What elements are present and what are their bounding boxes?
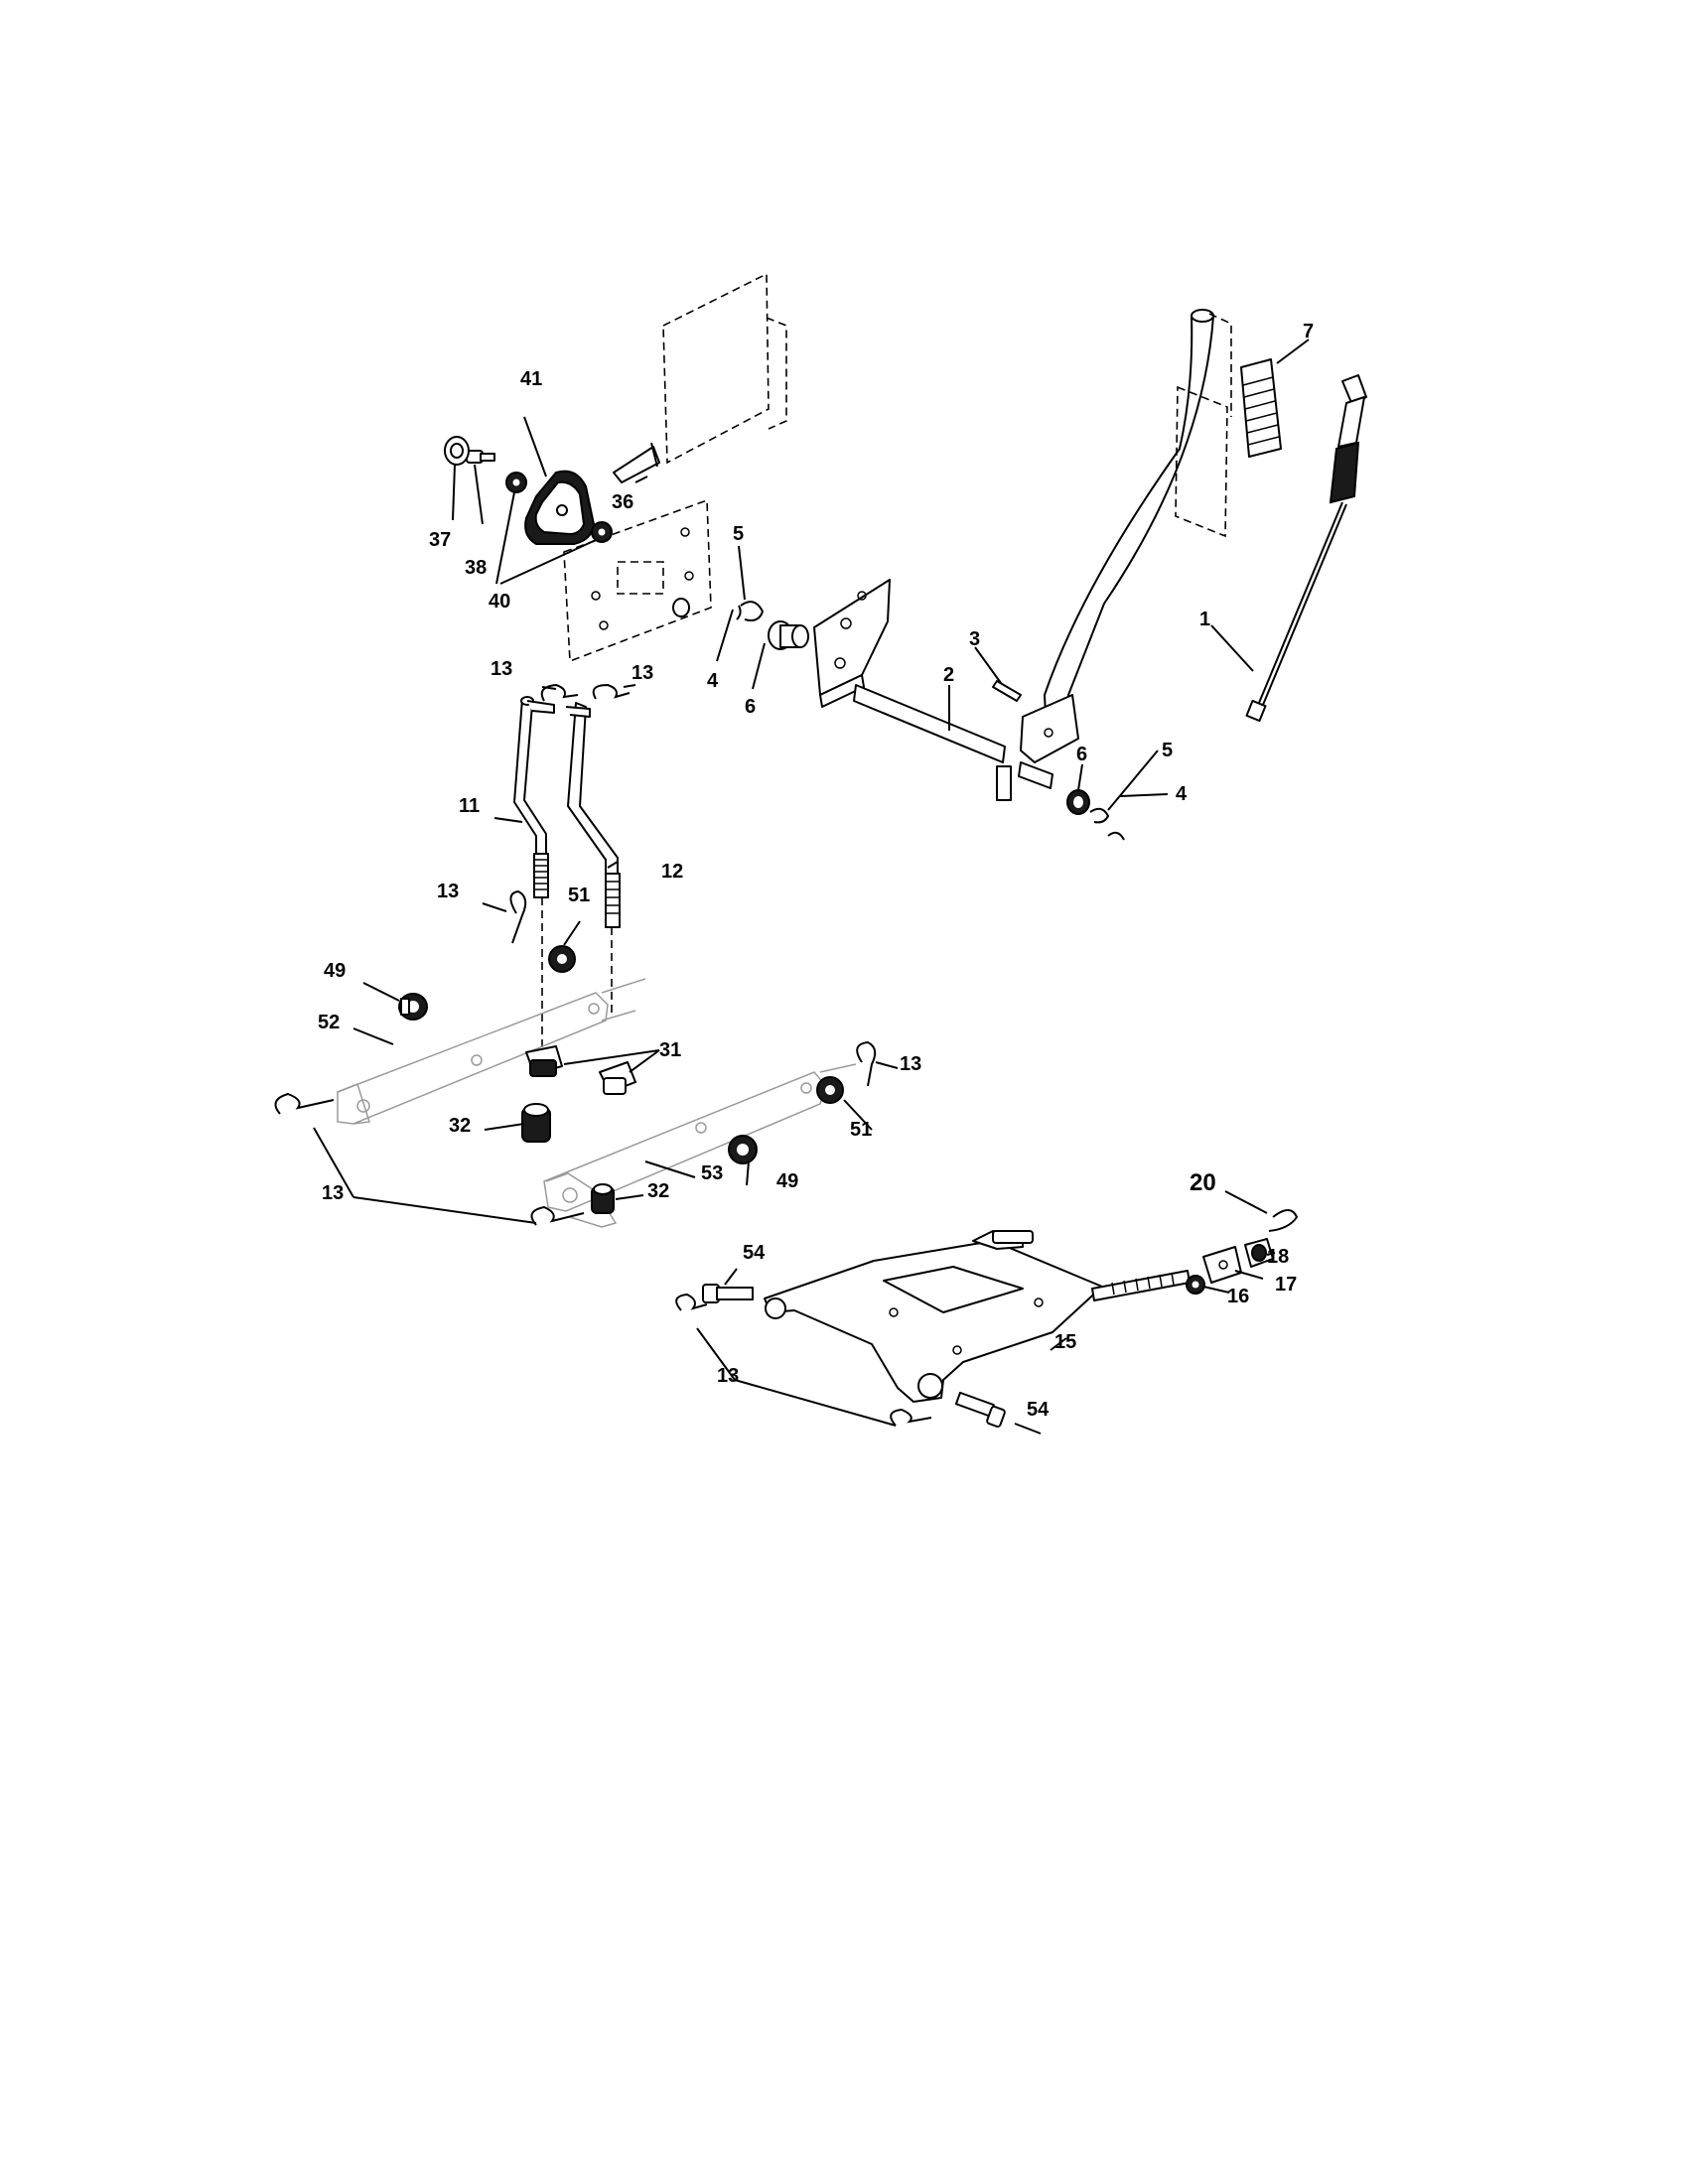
trunnion-18 [1244,1238,1274,1268]
lift-arm-53 [543,1063,857,1228]
callout-4-left: 4 [707,670,719,692]
lift-shaft-2 [853,684,1053,801]
clevis-17 [1202,1246,1242,1284]
callout-18: 18 [1267,1246,1290,1268]
callout-1: 1 [1199,609,1211,630]
callout-5-right: 5 [1162,740,1174,761]
callout-32-a: 32 [449,1115,472,1137]
washer-5-right [1089,807,1110,824]
callout-54-b: 54 [1027,1399,1050,1421]
callout-40: 40 [489,591,511,613]
callout-13-f: 13 [717,1365,740,1387]
clip-4-right [1107,831,1125,841]
callout-49-b: 49 [776,1170,799,1192]
callout-4-right: 4 [1176,783,1188,805]
callout-6-right: 6 [1076,744,1088,765]
cable-1 [1245,374,1367,723]
bushing-6-right [1066,789,1090,815]
callout-2: 2 [943,664,955,686]
callout-36: 36 [612,491,634,513]
leader-lines [313,339,1310,1434]
hairpin-13-mid [509,889,527,944]
callout-12: 12 [661,861,684,883]
callout-54-a: 54 [743,1242,766,1264]
trunnion-31b [599,1061,636,1095]
bolt-54-bottom [954,1391,1006,1429]
clip-4-left [736,605,742,620]
washer-5-left [740,601,765,621]
callout-32-b: 32 [647,1180,670,1202]
pin-3 [992,680,1022,702]
hairpin-20 [1268,1209,1299,1232]
callout-11: 11 [459,795,481,817]
pivot-plate [563,498,712,663]
nut-16 [1186,1275,1205,1295]
callout-37: 37 [429,529,452,551]
callout-13-d: 13 [900,1053,922,1075]
callout-13-a: 13 [491,658,513,680]
callout-31: 31 [659,1039,682,1061]
callout-3: 3 [969,628,981,650]
knob-37 [444,436,470,466]
callout-16: 16 [1227,1286,1250,1307]
callout-17: 17 [1275,1274,1298,1296]
hairpin-13-arm52 [274,1092,335,1115]
bushing-49a [398,993,428,1021]
hairpin-13-hanger-bottom [890,1408,932,1427]
cover-plate-41 [524,470,596,545]
lift-handle [1020,309,1214,763]
callout-53: 53 [701,1162,724,1184]
bolt-54-top [702,1284,754,1303]
callout-13-c: 13 [437,881,460,902]
callout-51-a: 51 [568,885,591,906]
handle-grip-7 [1240,358,1282,458]
lift-link-12 [565,702,621,928]
washer-51b [816,1076,844,1104]
phantom-handle [1175,313,1232,538]
phantom-panel [662,272,787,465]
bushing-49b [728,1135,758,1164]
callout-51-b: 51 [850,1119,873,1141]
washer-40a [505,472,527,493]
callout-41: 41 [520,368,543,390]
washer-51a [548,945,576,973]
lift-link-11 [513,696,555,898]
callout-38: 38 [465,557,488,579]
trunnion-31a [525,1045,563,1077]
hairpin-13-hanger-top [675,1293,708,1311]
front-hanger-15 [764,1230,1191,1403]
callout-20: 20 [1190,1169,1216,1196]
callout-5-left: 5 [733,523,745,545]
hairpin-13-left-top [540,683,579,702]
spring-clip-36 [613,442,660,483]
callout-52: 52 [318,1012,341,1033]
bushing-6-left [768,620,809,650]
hairpin-13-arm53-bottom [530,1205,585,1226]
hairpin-13-right-top [592,683,631,700]
spacer-32a [521,1103,551,1143]
callout-49-a: 49 [324,960,347,982]
callout-6-left: 6 [745,696,757,718]
spacer-32b [591,1183,615,1214]
callout-13-e: 13 [322,1182,345,1204]
screw-38 [466,450,495,464]
callout-7: 7 [1303,321,1315,342]
lift-arm-52 [337,978,646,1125]
callout-13-b: 13 [632,662,654,684]
callout-15: 15 [1054,1331,1077,1353]
hairpin-13-arm53-top [856,1040,877,1087]
washer-40b [591,521,613,543]
shaft-bracket [813,579,891,708]
